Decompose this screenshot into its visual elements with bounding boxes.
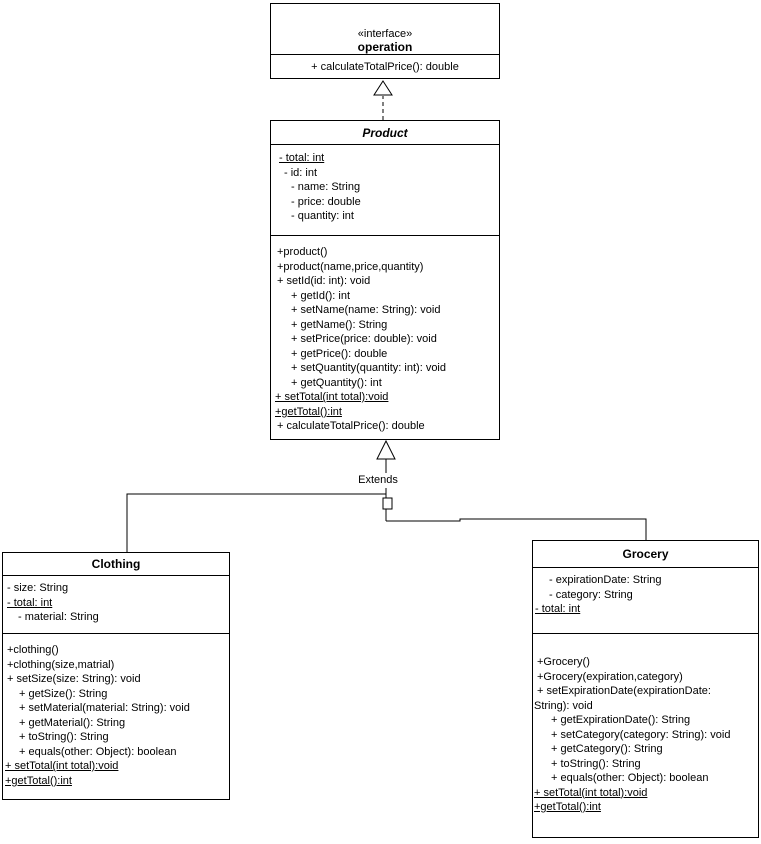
member-line: + setTotal(int total):void: [5, 760, 119, 772]
member-line: +getTotal():int: [275, 405, 342, 418]
clothing-fields-compartment: - size: String - total: int - material: St…: [3, 575, 229, 633]
member-line: + calculateTotalPrice(): double: [277, 420, 425, 432]
member-line: - total: int: [7, 596, 53, 609]
member-line: +getTotal():int: [534, 801, 601, 813]
member-line: + getPrice(): double: [291, 347, 388, 360]
interface-header: «interface» operation: [271, 4, 499, 54]
member-line: + equals(other: Object): boolean: [19, 745, 177, 758]
extends-label: Extends: [351, 473, 405, 488]
member-line: +product(name,price,quantity): [277, 260, 424, 273]
member-line: + setPrice(price: double): void: [291, 333, 437, 345]
interface-name: operation: [357, 40, 413, 54]
member-line: +clothing(size,matrial): [7, 658, 115, 671]
member-line: + setTotal(int total):void: [275, 391, 389, 403]
interface-stereotype: «interface»: [357, 28, 413, 40]
member-line: + setCategory(category: String): void: [551, 728, 731, 741]
class-product-title: Product: [362, 125, 408, 140]
class-grocery-box[interactable]: Grocery - expirationDate: String - catego…: [532, 540, 759, 838]
interface-operation-box[interactable]: «interface» operation + calculateTotalPr…: [270, 3, 500, 79]
generalization-arrowhead-icon: [376, 439, 396, 460]
member-line: - price: double: [291, 195, 361, 208]
member-line: + getQuantity(): int: [291, 376, 382, 389]
member-line: - category: String: [549, 588, 633, 601]
grocery-fields-compartment: - expirationDate: String - category: Stri…: [533, 567, 758, 633]
product-fields-compartment: - total: int - id: int - name: String - pri…: [271, 144, 499, 235]
member-line: +Grocery(expiration,category): [537, 670, 683, 683]
member-line: + setTotal(int total):void: [534, 786, 648, 799]
member-line: + getId(): int: [291, 289, 351, 302]
member-line: + getCategory(): String: [551, 743, 663, 755]
member-line: + setSize(size: String): void: [7, 673, 141, 685]
member-line: +getTotal():int: [5, 774, 72, 787]
member-line: + setQuantity(quantity: int): void: [291, 362, 446, 374]
grocery-methods-compartment: +Grocery() +Grocery(expiration,category) +…: [533, 633, 758, 837]
member-line: - size: String: [7, 582, 69, 594]
member-line: + setId(id: int): void: [277, 275, 371, 287]
member-line: +clothing(): [7, 644, 59, 656]
member-line: + setName(name: String): void: [291, 304, 441, 316]
member-line: + toString(): String: [19, 731, 109, 743]
class-clothing-box[interactable]: Clothing - size: String - total: int - mat…: [2, 552, 230, 800]
member-line: + getSize(): String: [19, 687, 108, 700]
member-line: - name: String: [291, 181, 361, 193]
member-line: + getExpirationDate(): String: [551, 714, 691, 726]
member-line: + calculateTotalPrice(): double: [311, 61, 459, 73]
product-methods-compartment: +product() +product(name,price,quantity) +…: [271, 235, 499, 439]
member-line: +product(): [277, 246, 328, 258]
member-line: + getMaterial(): String: [19, 716, 126, 729]
member-line: - quantity: int: [291, 210, 354, 222]
line-jump-marker: [382, 497, 393, 510]
class-clothing-title: Clothing: [91, 557, 141, 571]
interface-methods-compartment: + calculateTotalPrice(): double: [271, 54, 499, 78]
member-line: + setMaterial(material: String): void: [19, 702, 190, 714]
member-line: - id: int: [284, 166, 318, 179]
member-line: + equals(other: Object): boolean: [551, 772, 709, 784]
member-line: - total: int: [279, 152, 325, 164]
clothing-methods-compartment: +clothing() +clothing(size,matrial) + setS…: [3, 633, 229, 799]
class-grocery-title: Grocery: [622, 547, 669, 561]
clothing-extends-line: [126, 493, 386, 552]
member-line: - material: String: [18, 611, 99, 623]
class-product-box[interactable]: Product - total: int - id: int - name: Str…: [270, 120, 500, 440]
grocery-extends-line: [386, 518, 647, 540]
member-line: + getName(): String: [291, 318, 388, 331]
realization-arrowhead-icon: [373, 80, 393, 96]
member-line: String): void: [534, 699, 593, 712]
member-line: - total: int: [535, 603, 581, 615]
member-line: +Grocery(): [537, 656, 590, 668]
member-line: + setExpirationDate(expirationDate:: [537, 685, 711, 697]
member-line: + toString(): String: [551, 757, 641, 770]
member-line: - expirationDate: String: [549, 574, 662, 586]
